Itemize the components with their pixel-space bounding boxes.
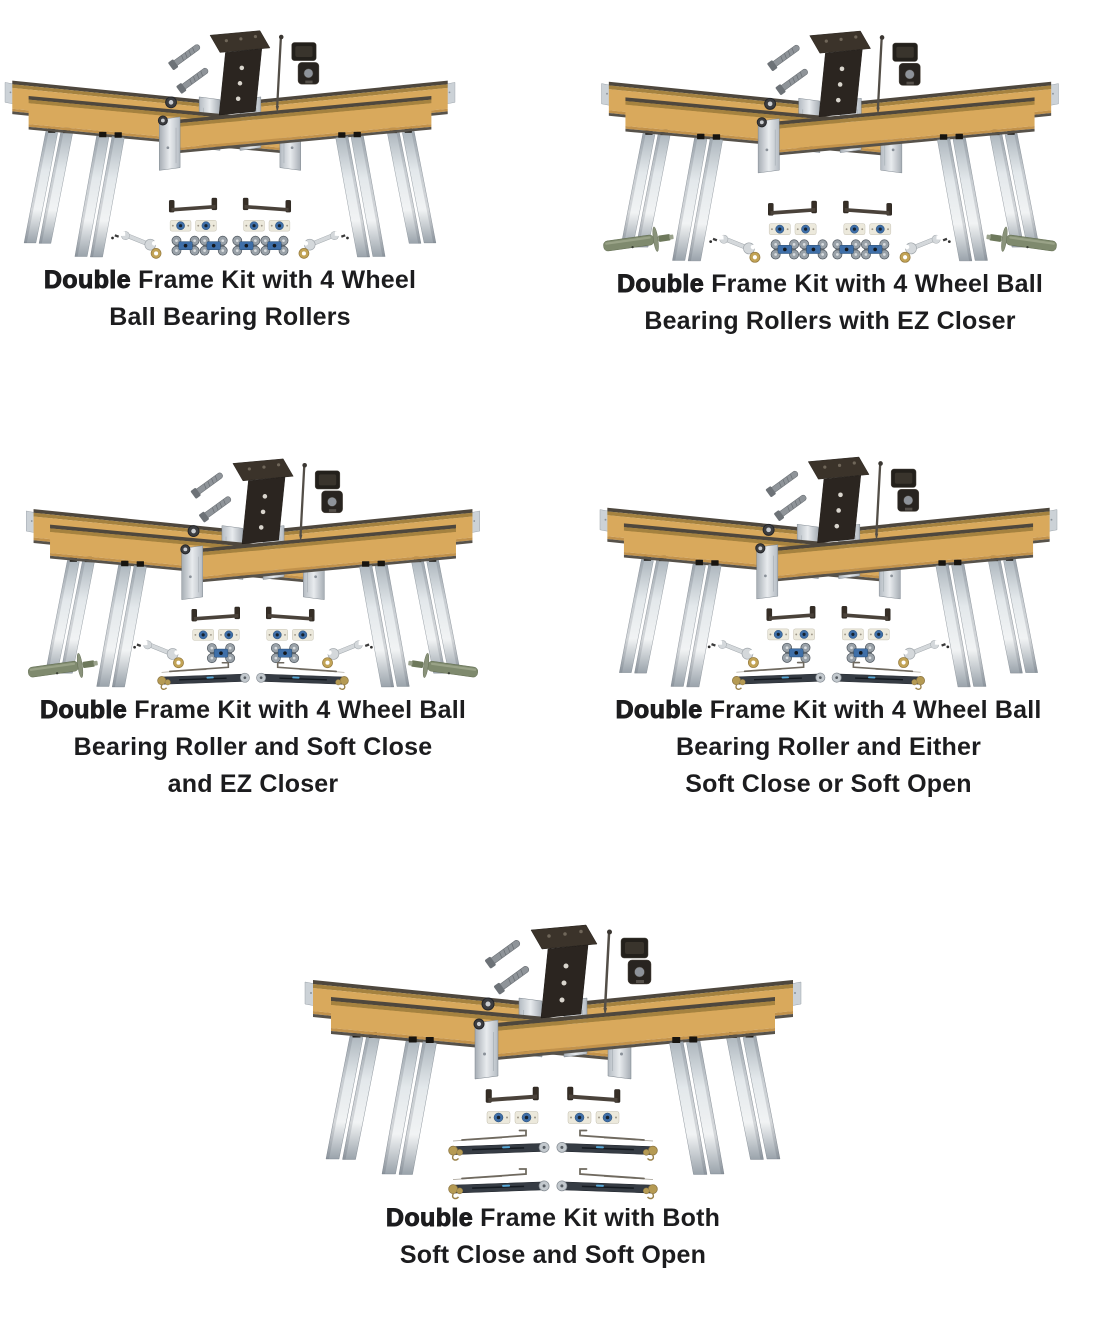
product-photo-frame-kit — [26, 458, 480, 690]
product-photo-frame-kit — [4, 30, 456, 259]
caption-bold: Double — [385, 1204, 474, 1233]
caption-bold: Double — [616, 270, 705, 299]
caption-line: Soft Close or Soft Open — [685, 770, 972, 798]
product-card-rollers-ez-closer[interactable]: Double Frame Kit with 4 Wheel Ball Beari… — [563, 8, 1097, 340]
caption-line: Bearing Rollers with EZ Closer — [644, 307, 1016, 335]
caption-line: Bearing Roller and Soft Close — [73, 733, 433, 761]
caption-bold: Double — [43, 266, 131, 295]
caption-line: Soft Close and Soft Open — [399, 1241, 707, 1269]
product-caption: Double Frame Kit with 4 Wheel Ball Beari… — [0, 692, 506, 803]
caption-line: Double Frame Kit with 4 Wheel Ball — [616, 270, 1044, 299]
product-caption: Double Frame Kit with 4 Wheel Ball Beari… — [557, 692, 1100, 803]
caption-line: Ball Bearing Rollers — [109, 303, 351, 331]
product-card-both-soft-close-open[interactable]: Double Frame Kit with Both Soft Close an… — [266, 900, 840, 1274]
product-caption: Double Frame Kit with 4 Wheel Ball Beari… — [563, 266, 1097, 340]
product-photo-frame-kit — [601, 30, 1059, 263]
caption-line: Double Frame Kit with Both — [385, 1204, 721, 1233]
caption-line: Bearing Roller and Either — [675, 733, 982, 761]
product-card-soft-close-or-open[interactable]: Double Frame Kit with 4 Wheel Ball Beari… — [557, 434, 1100, 803]
product-photo-frame-kit — [599, 456, 1058, 690]
product-caption: Double Frame Kit with Both Soft Close an… — [266, 1200, 840, 1274]
caption-line: Double Frame Kit with 4 Wheel Ball — [39, 696, 467, 725]
caption-line: Double Frame Kit with 4 Wheel — [43, 266, 417, 295]
caption-line: and EZ Closer — [167, 770, 339, 798]
product-card-soft-close-ez-closer[interactable]: Double Frame Kit with 4 Wheel Ball Beari… — [0, 436, 506, 803]
product-caption: Double Frame Kit with 4 Wheel Ball Beari… — [2, 262, 458, 336]
caption-bold: Double — [39, 696, 128, 725]
product-card-rollers[interactable]: Double Frame Kit with 4 Wheel Ball Beari… — [2, 8, 458, 336]
caption-line: Double Frame Kit with 4 Wheel Ball — [615, 696, 1042, 725]
caption-bold: Double — [615, 696, 703, 725]
product-photo-frame-kit — [304, 924, 802, 1200]
